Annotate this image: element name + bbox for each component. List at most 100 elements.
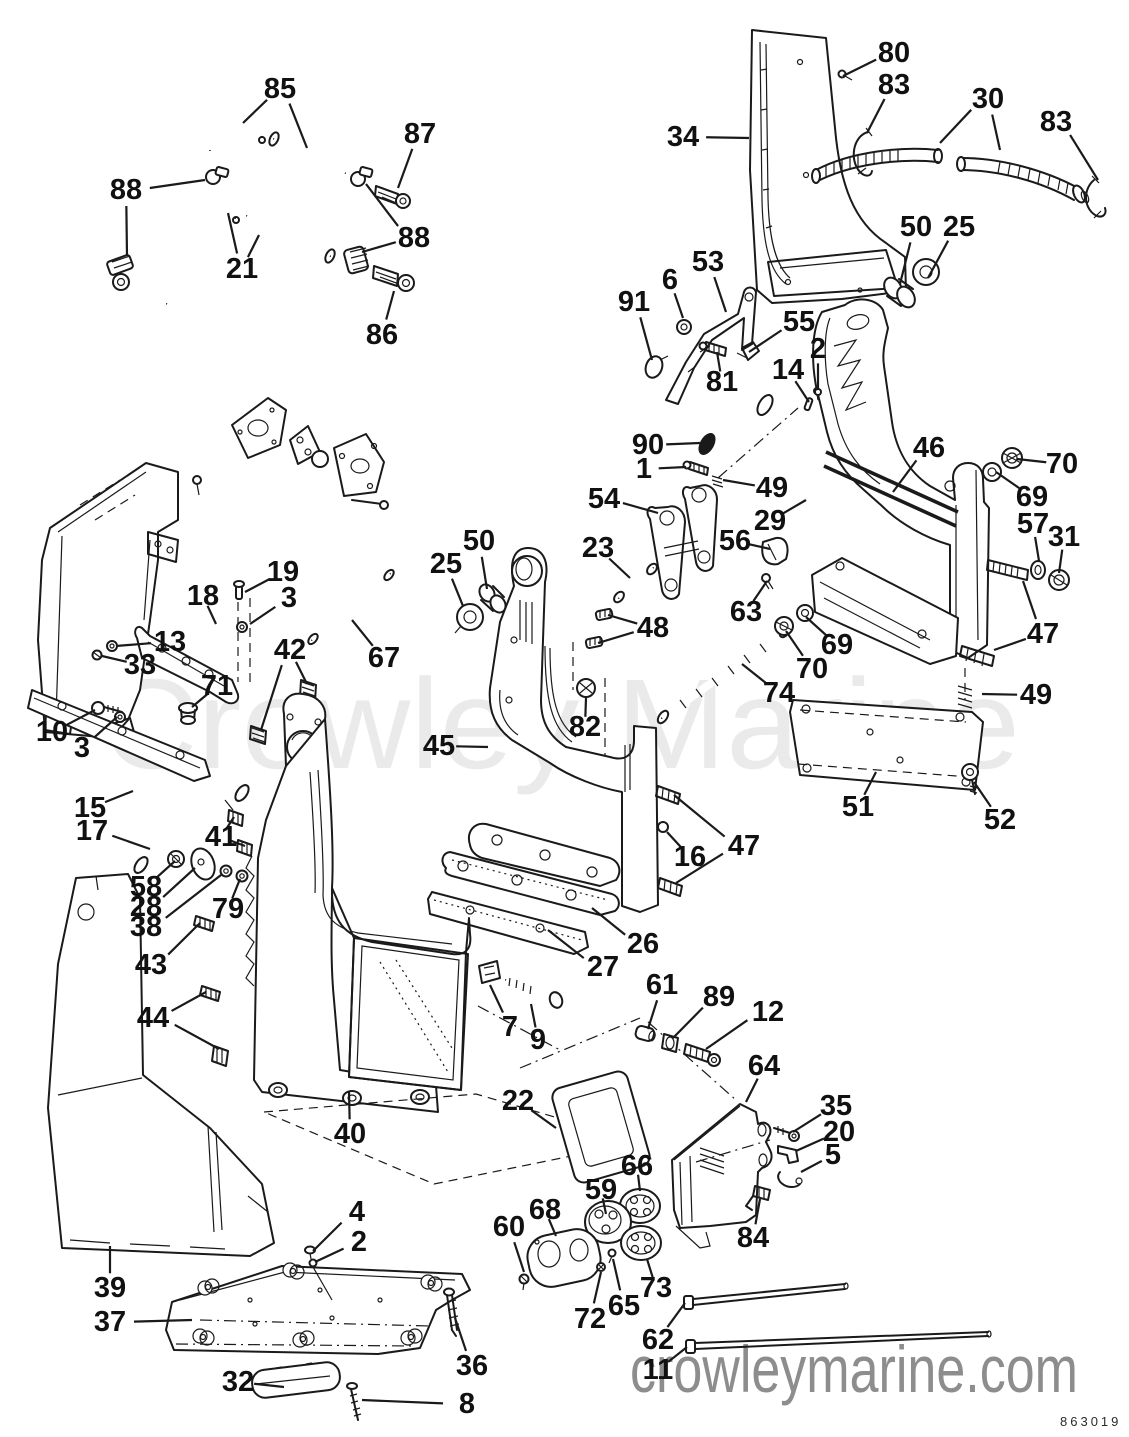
thrust-plate-group [165,1245,471,1421]
leader-line-23 [608,557,631,579]
screw-43 [193,915,215,932]
leader-line-89 [672,1006,704,1039]
leader-line-49 [981,692,1018,696]
callout-69-44: 69 [821,629,853,661]
leader-line-88 [125,205,129,257]
callout-70-26: 70 [1046,448,1078,480]
leader-line-84 [754,1198,762,1225]
stud-47-bracket [959,645,995,667]
leader-line-20 [795,1137,825,1153]
leader-line-65 [611,1258,622,1291]
callout-59-79: 59 [585,1174,617,1206]
callout-61-70: 61 [646,969,678,1001]
washer-25-mid [454,603,484,634]
leader-line-46 [892,459,918,493]
leader-line-79 [231,878,242,899]
leader-line-88 [365,183,399,227]
leader-line-45 [456,745,489,749]
callout-79-61: 79 [212,893,244,925]
callout-34-10: 34 [667,121,699,153]
clamp-bracket-group [245,692,737,1185]
leader-line-22 [530,1109,557,1129]
nut-6 [676,319,692,335]
leader-line-49 [722,478,756,487]
knob-91 [644,355,664,379]
callout-18-35: 18 [187,580,219,612]
pin-78 [351,499,389,510]
leader-line-30 [939,109,973,144]
leader-line-32 [253,1382,285,1389]
leader-line-13 [115,642,152,648]
hose-clamp-88-b [350,166,374,187]
callout-30-8: 30 [972,83,1004,115]
leader-line-28 [162,867,196,898]
callout-14-18: 14 [772,354,804,386]
leader-line-74 [741,663,767,684]
rod-67 [307,568,395,646]
leader-line-44 [174,1023,220,1050]
leader-line-33 [101,654,127,663]
leader-line-11 [667,1346,688,1363]
leader-line-54 [622,501,659,515]
callout-27-67: 27 [587,951,619,983]
cushion-bar-27 [427,891,589,955]
rod-17-detail [224,799,234,811]
callout-50-11: 50 [900,211,932,243]
leader-line-14 [794,380,810,403]
leader-line-7 [489,984,504,1014]
shift-housing-group [518,1024,992,1354]
bushing-50-top [883,276,916,309]
callout-87-1: 87 [404,118,436,150]
leader-line-40 [347,1091,351,1120]
callout-91-15: 91 [618,286,650,318]
stern-bracket-46 [812,298,990,659]
bolt-clip-group [478,960,564,1009]
bolt-1 [682,460,709,476]
leader-line-73 [645,1258,654,1279]
leader-line-80 [842,58,877,77]
callout-44-63: 44 [137,1002,169,1034]
leader-line-4 [312,1221,343,1252]
plate-51 [789,699,984,791]
stud-74 [656,623,792,725]
bushing-50-mid [478,583,507,614]
callout-52-54: 52 [984,804,1016,836]
leader-line-62 [666,1302,686,1328]
leader-line-30 [991,114,1002,151]
plate-76-b [333,433,385,497]
leader-line-3 [93,716,118,739]
callout-23-30: 23 [582,532,614,564]
leader-line-51 [863,771,877,796]
callout-25-12: 25 [943,211,975,243]
callout-26-66: 26 [627,928,659,960]
doc-number: 863019 [1060,1414,1121,1429]
leader-line-5 [800,1159,823,1173]
callout-45-48: 45 [423,730,455,762]
callout-73-83: 73 [640,1272,672,1304]
leader-line-50 [898,242,912,285]
callout-20-76: 20 [823,1116,855,1148]
leader-line-21 [246,234,260,258]
callout-51-53: 51 [842,791,874,823]
leader-line-8 [361,1398,444,1405]
leader-line-25 [450,578,465,607]
washer-13 [106,640,118,652]
callout-82-47: 82 [569,711,601,743]
leader-line-64 [745,1078,759,1103]
pin-16 [657,821,669,833]
callout-43-62: 43 [135,949,167,981]
spring-49-right [957,685,973,709]
callout-70-45: 70 [796,653,828,685]
link-plates-54 [646,484,718,600]
callout-9-69: 9 [530,1024,546,1056]
washer-25-top [912,258,940,286]
plate-37 [165,1265,471,1355]
cap-28 [190,847,216,881]
plate-group [789,699,984,795]
leader-line-48 [607,613,638,625]
hose-end [258,136,266,144]
screw-80-left [192,475,202,496]
leader-line-34 [706,136,750,140]
